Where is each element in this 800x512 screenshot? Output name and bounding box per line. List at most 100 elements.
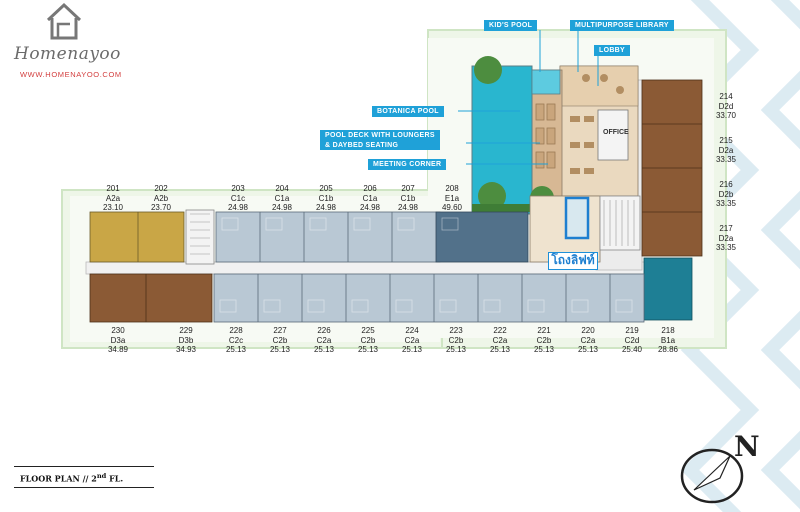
compass-icon: N [680,430,760,504]
unit-label: 228 C2c 25.13 [214,326,258,355]
unit-type: E1a [444,193,460,203]
unit-label: 207 C1b 24.98 [386,184,430,213]
unit-area: 25.13 [313,345,335,354]
callout-pool-deck-line2: & DAYBED SEATING [325,141,399,149]
unit-label: 222 C2a 25.13 [478,326,522,355]
unit-label: 219 C2d 25.40 [610,326,654,355]
unit-number: 207 [401,184,415,193]
unit-label: 226 C2a 25.13 [302,326,346,355]
units-c1 [215,211,441,263]
unit-type: C1b [318,193,334,203]
callout-pool-deck: POOL DECK WITH LOUNGERS & DAYBED SEATING [320,130,440,150]
stair-left [185,209,215,265]
office-label: OFFICE [603,129,629,136]
brand: Homenayoo WWW.HOMENAYOO.COM [8,2,128,88]
unit-label: 223 C2b 25.13 [434,326,478,355]
unit-type: D3b [178,335,194,345]
unit-number: 203 [231,184,245,193]
unit-label: 225 C2b 25.13 [346,326,390,355]
unit-area: 24.98 [227,203,249,212]
unit-area: 33.35 [715,243,737,252]
unit-number: 230 [111,326,125,335]
callout-meeting-corner: MEETING CORNER [368,159,447,170]
unit-area: 24.98 [271,203,293,212]
unit-area: 25.13 [357,345,379,354]
brand-url[interactable]: WWW.HOMENAYOO.COM [20,70,122,79]
floor-plan-title: FLOOR PLAN // 2nd FL. [14,466,154,488]
unit-area: 33.35 [715,199,737,208]
unit-area: 33.70 [715,111,737,120]
unit-number: 226 [317,326,331,335]
unit-type: C2a [580,335,596,345]
unit-label: 221 C2b 25.13 [522,326,566,355]
unit-label: 230 D3a 34.89 [96,326,140,355]
unit-label: 218 B1a 28.86 [646,326,690,355]
unit-type: C2d [624,335,640,345]
unit-number: 228 [229,326,243,335]
unit-area: 25.13 [577,345,599,354]
unit-type: C1a [274,193,290,203]
lift-box [564,196,590,240]
unit-number: 206 [363,184,377,193]
unit-type: A2a [105,193,121,203]
unit-type: C1a [362,193,378,203]
unit-type: B1a [660,335,676,345]
unit-area: 25.13 [489,345,511,354]
unit-type: A2b [153,193,169,203]
north-letter: N [734,430,760,463]
unit-number: 208 [445,184,459,193]
unit-area: 24.98 [315,203,337,212]
unit-type: C2c [228,335,244,345]
unit-area: 28.86 [657,345,679,354]
unit-area: 23.10 [102,203,124,212]
unit-label: 204 C1a 24.98 [260,184,304,213]
unit-label: 229 D3b 34.93 [164,326,208,355]
unit-type: C2a [404,335,420,345]
unit-label: 215 D2a 33.35 [704,136,748,165]
unit-label: 201 A2a 23.10 [91,184,135,213]
house-logo-icon [46,2,82,40]
unit-area: 25.13 [269,345,291,354]
unit-area: 25.13 [533,345,555,354]
unit-type: C2b [448,335,464,345]
unit-type: C1b [400,193,416,203]
unit-number: 225 [361,326,375,335]
callout-kids-pool: KID'S POOL [484,20,538,31]
unit-type: D2a [718,145,734,155]
unit-label: 206 C1a 24.98 [348,184,392,213]
units-c2 [213,273,645,323]
unit-area: 25.40 [621,345,643,354]
unit-number: 201 [106,184,120,193]
unit-label: 216 D2b 33.35 [704,180,748,209]
unit-type: C1c [230,193,246,203]
unit-number: 224 [405,326,419,335]
unit-area: 34.93 [175,345,197,354]
callout-multipurpose-library: MULTIPURPOSE LIBRARY [570,20,674,31]
unit-label: 202 A2b 23.70 [139,184,183,213]
unit-type: C2b [360,335,376,345]
unit-area: 25.13 [225,345,247,354]
unit-label: 203 C1c 24.98 [216,184,260,213]
unit-number: 223 [449,326,463,335]
unit-area: 23.70 [150,203,172,212]
unit-number: 229 [179,326,193,335]
unit-area: 34.89 [107,345,129,354]
callout-pool-deck-line1: POOL DECK WITH LOUNGERS [325,132,435,139]
callout-botanica-pool: BOTANICA POOL [372,106,444,117]
floor-plan-sup: nd [96,472,107,480]
unit-type: D3a [110,335,126,345]
unit-e1a [435,211,529,263]
unit-type: C2a [492,335,508,345]
unit-label: 217 D2a 33.35 [704,224,748,253]
unit-area: 24.98 [397,203,419,212]
unit-area: 33.35 [715,155,737,164]
unit-number: 214 [719,92,733,101]
unit-number: 222 [493,326,507,335]
kids-pool [531,69,561,95]
unit-area: 25.13 [401,345,423,354]
unit-type: C2a [316,335,332,345]
lift-hall-label: โถงลิฟท์ [548,252,598,270]
office-room [597,109,629,161]
units-a2 [89,211,185,263]
stair [599,195,641,251]
